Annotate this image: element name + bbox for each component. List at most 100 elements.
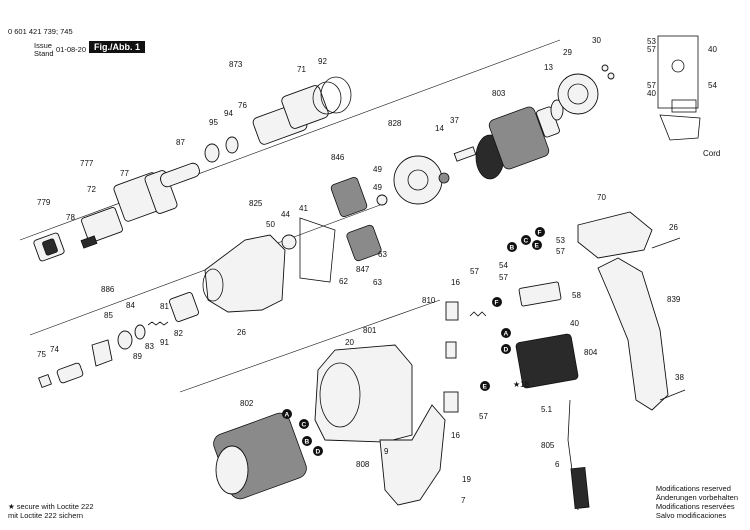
handle-assembly — [577, 211, 686, 411]
label-87: 87 — [176, 138, 185, 147]
wiring-label-40-top: 40 — [708, 45, 717, 54]
label-77: 77 — [120, 169, 129, 178]
label-54: 54 — [499, 261, 508, 270]
label-13: 13 — [544, 63, 553, 72]
label-71: 71 — [297, 65, 306, 74]
label-76: 76 — [238, 101, 247, 110]
label-808: 808 — [356, 460, 370, 469]
label-839: 839 — [667, 295, 681, 304]
spindle-assembly — [204, 76, 352, 163]
label-50: 50 — [266, 220, 275, 229]
label-62: 62 — [339, 277, 348, 286]
note-de: Änderungen vorbehalten — [655, 493, 738, 502]
wiring-label-54: 54 — [708, 81, 717, 90]
label-804: 804 — [584, 348, 598, 357]
label-95: 95 — [209, 118, 218, 127]
svg-text:A: A — [504, 331, 509, 338]
svg-text:E: E — [483, 384, 488, 391]
label-53: 53 — [556, 236, 565, 245]
label-58: 58 — [572, 291, 581, 300]
label-92: 92 — [318, 57, 327, 66]
svg-text:D: D — [504, 347, 509, 354]
loctite-line-2: mit Loctite 222 sichern — [8, 511, 84, 520]
motor-housing — [314, 344, 446, 506]
label-57a: 57 — [470, 267, 479, 276]
label-7: 7 — [461, 496, 466, 505]
wiring-label-53: 53 — [647, 37, 656, 46]
label-16b: 16 — [451, 431, 460, 440]
label-49a: 49 — [373, 165, 382, 174]
wiring-label-40-bottom: 40 — [647, 89, 656, 98]
note-es: Salvo modificaciones — [655, 511, 727, 520]
label-873: 873 — [229, 60, 243, 69]
loctite-footnote: ★ secure with Loctite 222 mit Loctite 22… — [8, 502, 94, 520]
label-83: 83 — [145, 342, 154, 351]
label-72: 72 — [87, 185, 96, 194]
label-30: 30 — [592, 36, 601, 45]
gear-assembly — [330, 155, 450, 262]
label-886: 886 — [101, 285, 115, 294]
label-847: 847 — [356, 265, 370, 274]
label-18: ★18 — [513, 380, 530, 389]
label-82: 82 — [174, 329, 183, 338]
svg-text:B: B — [510, 245, 515, 252]
label-825: 825 — [249, 199, 263, 208]
depth-stop-parts — [38, 292, 199, 388]
label-801: 801 — [363, 326, 377, 335]
label-20: 20 — [345, 338, 354, 347]
gear-housing — [202, 217, 336, 313]
svg-text:C: C — [524, 238, 529, 245]
label-38: 38 — [675, 373, 684, 382]
figure-tag: Fig./Abb. 1 — [89, 41, 145, 53]
label-828: 828 — [388, 119, 402, 128]
label-777: 777 — [80, 159, 94, 168]
label-802: 802 — [240, 399, 254, 408]
switch-assembly — [443, 281, 590, 511]
label-9: 9 — [384, 447, 389, 456]
label-26b: 26 — [669, 223, 678, 232]
badge-group: A C B D F E A D B C F E — [282, 227, 545, 456]
label-91: 91 — [160, 338, 169, 347]
svg-text:B: B — [305, 439, 310, 446]
label-63a: 63 — [378, 250, 387, 259]
wiring-schematic — [657, 35, 701, 141]
upper-axis-line — [19, 39, 561, 241]
label-70: 70 — [597, 193, 606, 202]
label-84: 84 — [126, 301, 135, 310]
label-63b: 63 — [373, 278, 382, 287]
svg-text:E: E — [535, 243, 540, 250]
label-85: 85 — [104, 311, 113, 320]
loctite-line-1: ★ secure with Loctite 222 — [8, 502, 94, 511]
label-16a: 16 — [451, 278, 460, 287]
label-37: 37 — [450, 116, 459, 125]
label-89: 89 — [133, 352, 142, 361]
label-19: 19 — [462, 475, 471, 484]
lower-axis-line — [179, 299, 441, 393]
stand-label: Stand — [34, 49, 54, 58]
label-57b: 57 — [479, 412, 488, 421]
label-81: 81 — [160, 302, 169, 311]
label-6: 6 — [555, 460, 560, 469]
armature — [453, 64, 615, 180]
label-40: 40 — [570, 319, 579, 328]
label-805: 805 — [541, 441, 555, 450]
label-78: 78 — [66, 213, 75, 222]
label-57c: 57 — [499, 273, 508, 282]
label-57d: 57 — [556, 247, 565, 256]
doc-number: 0 601 421 739; 745 — [8, 27, 73, 36]
modification-notes: Modifications reserved Änderungen vorbeh… — [656, 484, 738, 520]
field-coil — [213, 412, 307, 500]
label-94: 94 — [224, 109, 233, 118]
label-5-1: 5.1 — [541, 405, 553, 414]
svg-text:D: D — [316, 449, 321, 456]
chuck-assembly — [33, 162, 200, 262]
label-44: 44 — [281, 210, 290, 219]
wiring-label-57-bottom: 57 — [647, 81, 656, 90]
label-74: 74 — [50, 345, 59, 354]
label-29: 29 — [563, 48, 572, 57]
wiring-cord-label: Cord — [703, 149, 720, 158]
label-75: 75 — [37, 350, 46, 359]
label-803: 803 — [492, 89, 506, 98]
issue-date: 01-08-20 — [56, 45, 87, 54]
